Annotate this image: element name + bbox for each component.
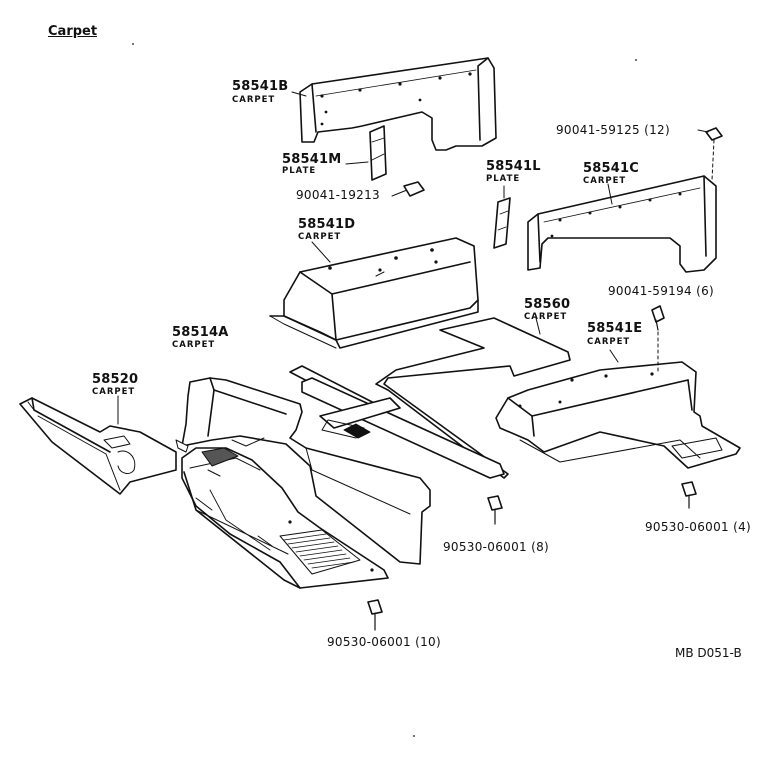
part-58541m-drawing: [345, 125, 387, 181]
part-desc-58520: CARPET: [92, 387, 136, 397]
part-58514a-drawing: [175, 377, 431, 565]
fastener-label-90041-59125: 90041-59125 (12): [556, 123, 670, 137]
floor-strips-drawing: [289, 365, 505, 479]
part-desc-58541b: CARPET: [232, 95, 276, 105]
fastener-label-90041-19213: 90041-19213: [296, 188, 380, 202]
diagram-code: MB D051-B: [675, 646, 742, 660]
bolt-90041-59125-drawing: [697, 127, 723, 181]
bolt-90530-06001-10-drawing: [367, 599, 383, 631]
fastener-label-90530-06001-4: 90530-06001 (4): [645, 520, 751, 534]
bolt-90530-06001-8-drawing: [487, 495, 503, 525]
part-58541l-drawing: [493, 185, 511, 249]
part-number-58541m: 58541M: [282, 152, 342, 167]
diagram-title: Carpet: [48, 24, 98, 39]
part-number-58520: 58520: [92, 372, 139, 387]
footwell-drawing: [181, 447, 389, 589]
part-58541e-drawing: [495, 349, 741, 469]
part-number-58560: 58560: [524, 297, 571, 312]
part-desc-58514a: CARPET: [172, 340, 216, 350]
part-desc-58541m: PLATE: [282, 166, 317, 176]
bolt-90041-19213-drawing: [391, 181, 425, 197]
part-number-58541c: 58541C: [583, 161, 639, 176]
part-58520-drawing: [19, 395, 177, 495]
part-58541b-drawing: [299, 57, 497, 151]
part-58541c-drawing: [527, 175, 717, 273]
fastener-label-90530-06001-8: 90530-06001 (8): [443, 540, 549, 554]
part-desc-58541c: CARPET: [583, 176, 627, 186]
bolt-90530-06001-4-drawing: [681, 481, 697, 509]
part-desc-58541l: PLATE: [486, 174, 521, 184]
part-desc-58541d: CARPET: [298, 232, 342, 242]
part-number-58541l: 58541L: [486, 159, 541, 174]
part-number-58541b: 58541B: [232, 79, 289, 94]
part-number-58541e: 58541E: [587, 321, 643, 336]
part-58560-drawing: [375, 317, 571, 479]
part-number-58514a: 58514A: [172, 325, 229, 340]
bolt-90041-59194-drawing: [651, 305, 665, 375]
part-58541d-drawing: [269, 237, 479, 349]
fastener-label-90530-06001-10: 90530-06001 (10): [327, 635, 441, 649]
part-desc-58541e: CARPET: [587, 337, 631, 347]
fastener-label-90041-59194: 90041-59194 (6): [608, 284, 714, 298]
part-desc-58560: CARPET: [524, 312, 568, 322]
part-number-58541d: 58541D: [298, 217, 356, 232]
